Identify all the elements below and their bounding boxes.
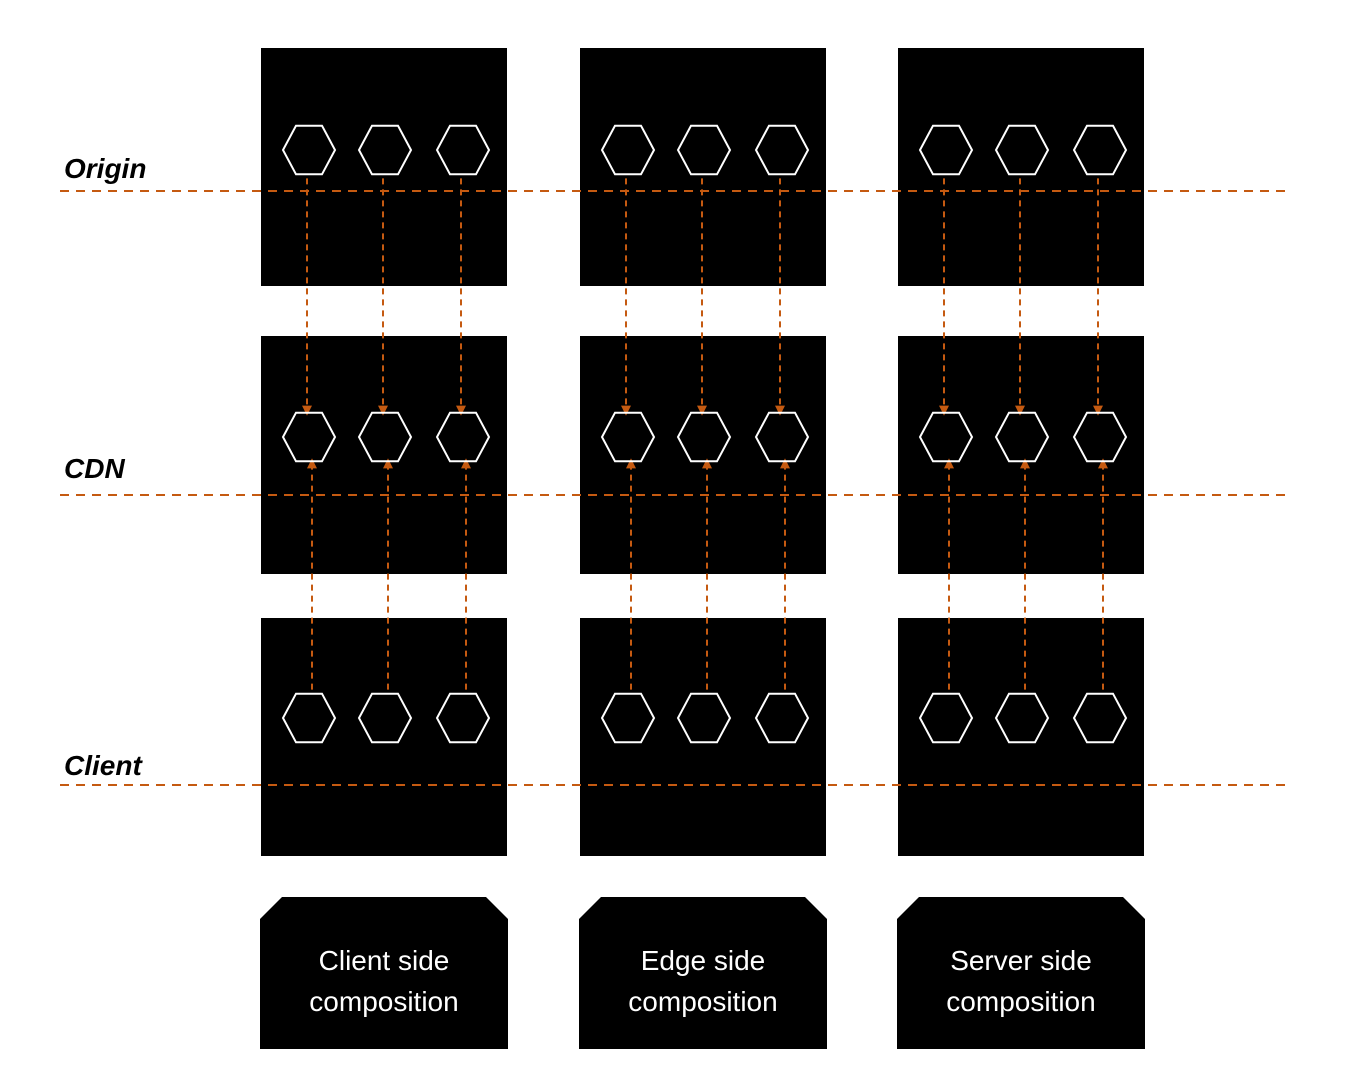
service-edge-side-cdn-2-hexagon-icon [676, 411, 732, 463]
service-edge-side-cdn-1-hexagon-icon [600, 411, 656, 463]
caption-line2-edge-side: composition [628, 986, 777, 1017]
service-client-side-client-1-hexagon-icon [281, 692, 337, 744]
service-server-side-cdn-2-hexagon-icon [994, 411, 1050, 463]
box-server-side-cdn [898, 336, 1144, 574]
service-edge-side-client-2-hexagon-icon [676, 692, 732, 744]
box-edge-side-client [580, 618, 826, 856]
service-server-side-cdn-3-hexagon-icon [1072, 411, 1128, 463]
service-edge-side-client-1-hexagon-icon [600, 692, 656, 744]
service-client-side-client-3-hexagon-icon [435, 692, 491, 744]
caption-box-edge-side [579, 897, 827, 1049]
service-client-side-client-2-hexagon-icon [357, 692, 413, 744]
caption-line2-client-side: composition [309, 986, 458, 1017]
tier-label-cdn: CDN [64, 453, 125, 484]
service-client-side-cdn-1-hexagon-icon [281, 411, 337, 463]
box-client-side-cdn [261, 336, 507, 574]
tier-label-origin: Origin [64, 153, 146, 184]
caption-line2-server-side: composition [946, 986, 1095, 1017]
caption-client-side: Client side composition [260, 897, 508, 1049]
caption-line1-client-side: Client side [319, 945, 450, 976]
service-client-side-origin-2-hexagon-icon [357, 124, 413, 176]
service-server-side-client-3-hexagon-icon [1072, 692, 1128, 744]
service-server-side-origin-2-hexagon-icon [994, 124, 1050, 176]
caption-box-server-side [897, 897, 1145, 1049]
service-server-side-client-2-hexagon-icon [994, 692, 1050, 744]
service-edge-side-origin-1-hexagon-icon [600, 124, 656, 176]
service-client-side-cdn-2-hexagon-icon [357, 411, 413, 463]
service-server-side-origin-1-hexagon-icon [918, 124, 974, 176]
service-server-side-cdn-1-hexagon-icon [918, 411, 974, 463]
service-client-side-cdn-3-hexagon-icon [435, 411, 491, 463]
caption-edge-side: Edge side composition [579, 897, 827, 1049]
caption-server-side: Server side composition [897, 897, 1145, 1049]
box-edge-side-cdn [580, 336, 826, 574]
service-edge-side-origin-3-hexagon-icon [754, 124, 810, 176]
service-server-side-client-1-hexagon-icon [918, 692, 974, 744]
tier-label-client: Client [64, 750, 143, 781]
service-edge-side-cdn-3-hexagon-icon [754, 411, 810, 463]
box-server-side-client [898, 618, 1144, 856]
service-edge-side-client-3-hexagon-icon [754, 692, 810, 744]
service-server-side-origin-3-hexagon-icon [1072, 124, 1128, 176]
service-edge-side-origin-2-hexagon-icon [676, 124, 732, 176]
service-client-side-origin-3-hexagon-icon [435, 124, 491, 176]
service-client-side-origin-1-hexagon-icon [281, 124, 337, 176]
caption-line1-edge-side: Edge side [641, 945, 766, 976]
box-client-side-client [261, 618, 507, 856]
caption-line1-server-side: Server side [950, 945, 1092, 976]
caption-box-client-side [260, 897, 508, 1049]
